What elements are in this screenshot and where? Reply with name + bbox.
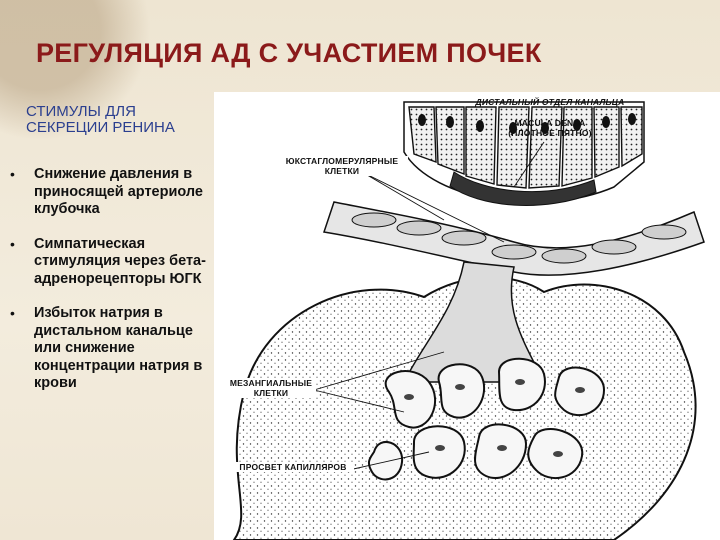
bullet-text: Избыток натрия в дистальном канальце или…	[34, 305, 202, 391]
label-mesangial-cells: МЕЗАНГИАЛЬНЫЕ КЛЕТКИ	[226, 378, 316, 398]
list-item: • Снижение давления в приносящей артериол…	[10, 166, 210, 219]
bullet-icon: •	[10, 166, 15, 184]
slide-title: РЕГУЛЯЦИЯ АД С УЧАСТИЕМ ПОЧЕК	[36, 38, 696, 69]
bullet-icon: •	[10, 305, 15, 323]
list-item: • Симпатическая стимуляция через бета-адр…	[10, 236, 210, 289]
label-distal-tubule: ДИСТАЛЬНЫЙ ОТДЕЛ КАНАЛЬЦА	[460, 97, 640, 107]
label-jg-cells: ЮКСТАГЛОМЕРУЛЯРНЫЕ КЛЕТКИ	[276, 156, 408, 176]
stimuli-list: • Снижение давления в приносящей артериол…	[10, 166, 210, 410]
juxtaglomerular-diagram: ДИСТАЛЬНЫЙ ОТДЕЛ КАНАЛЬЦА MACULA DENSA (…	[214, 92, 720, 540]
label-macula-densa: MACULA DENSA (ПЛОТНОЕ ПЯТНО)	[500, 118, 600, 138]
label-capillary-lumen: ПРОСВЕТ КАПИЛЛЯРОВ	[232, 462, 354, 472]
list-item: • Избыток натрия в дистальном канальце ил…	[10, 305, 210, 393]
slide-subtitle: СТИМУЛЫ ДЛЯ СЕКРЕЦИИ РЕНИНА	[26, 104, 196, 136]
bullet-text: Снижение давления в приносящей артериоле…	[34, 166, 203, 217]
bullet-icon: •	[10, 236, 15, 254]
bullet-text: Симпатическая стимуляция через бета-адре…	[34, 236, 206, 287]
